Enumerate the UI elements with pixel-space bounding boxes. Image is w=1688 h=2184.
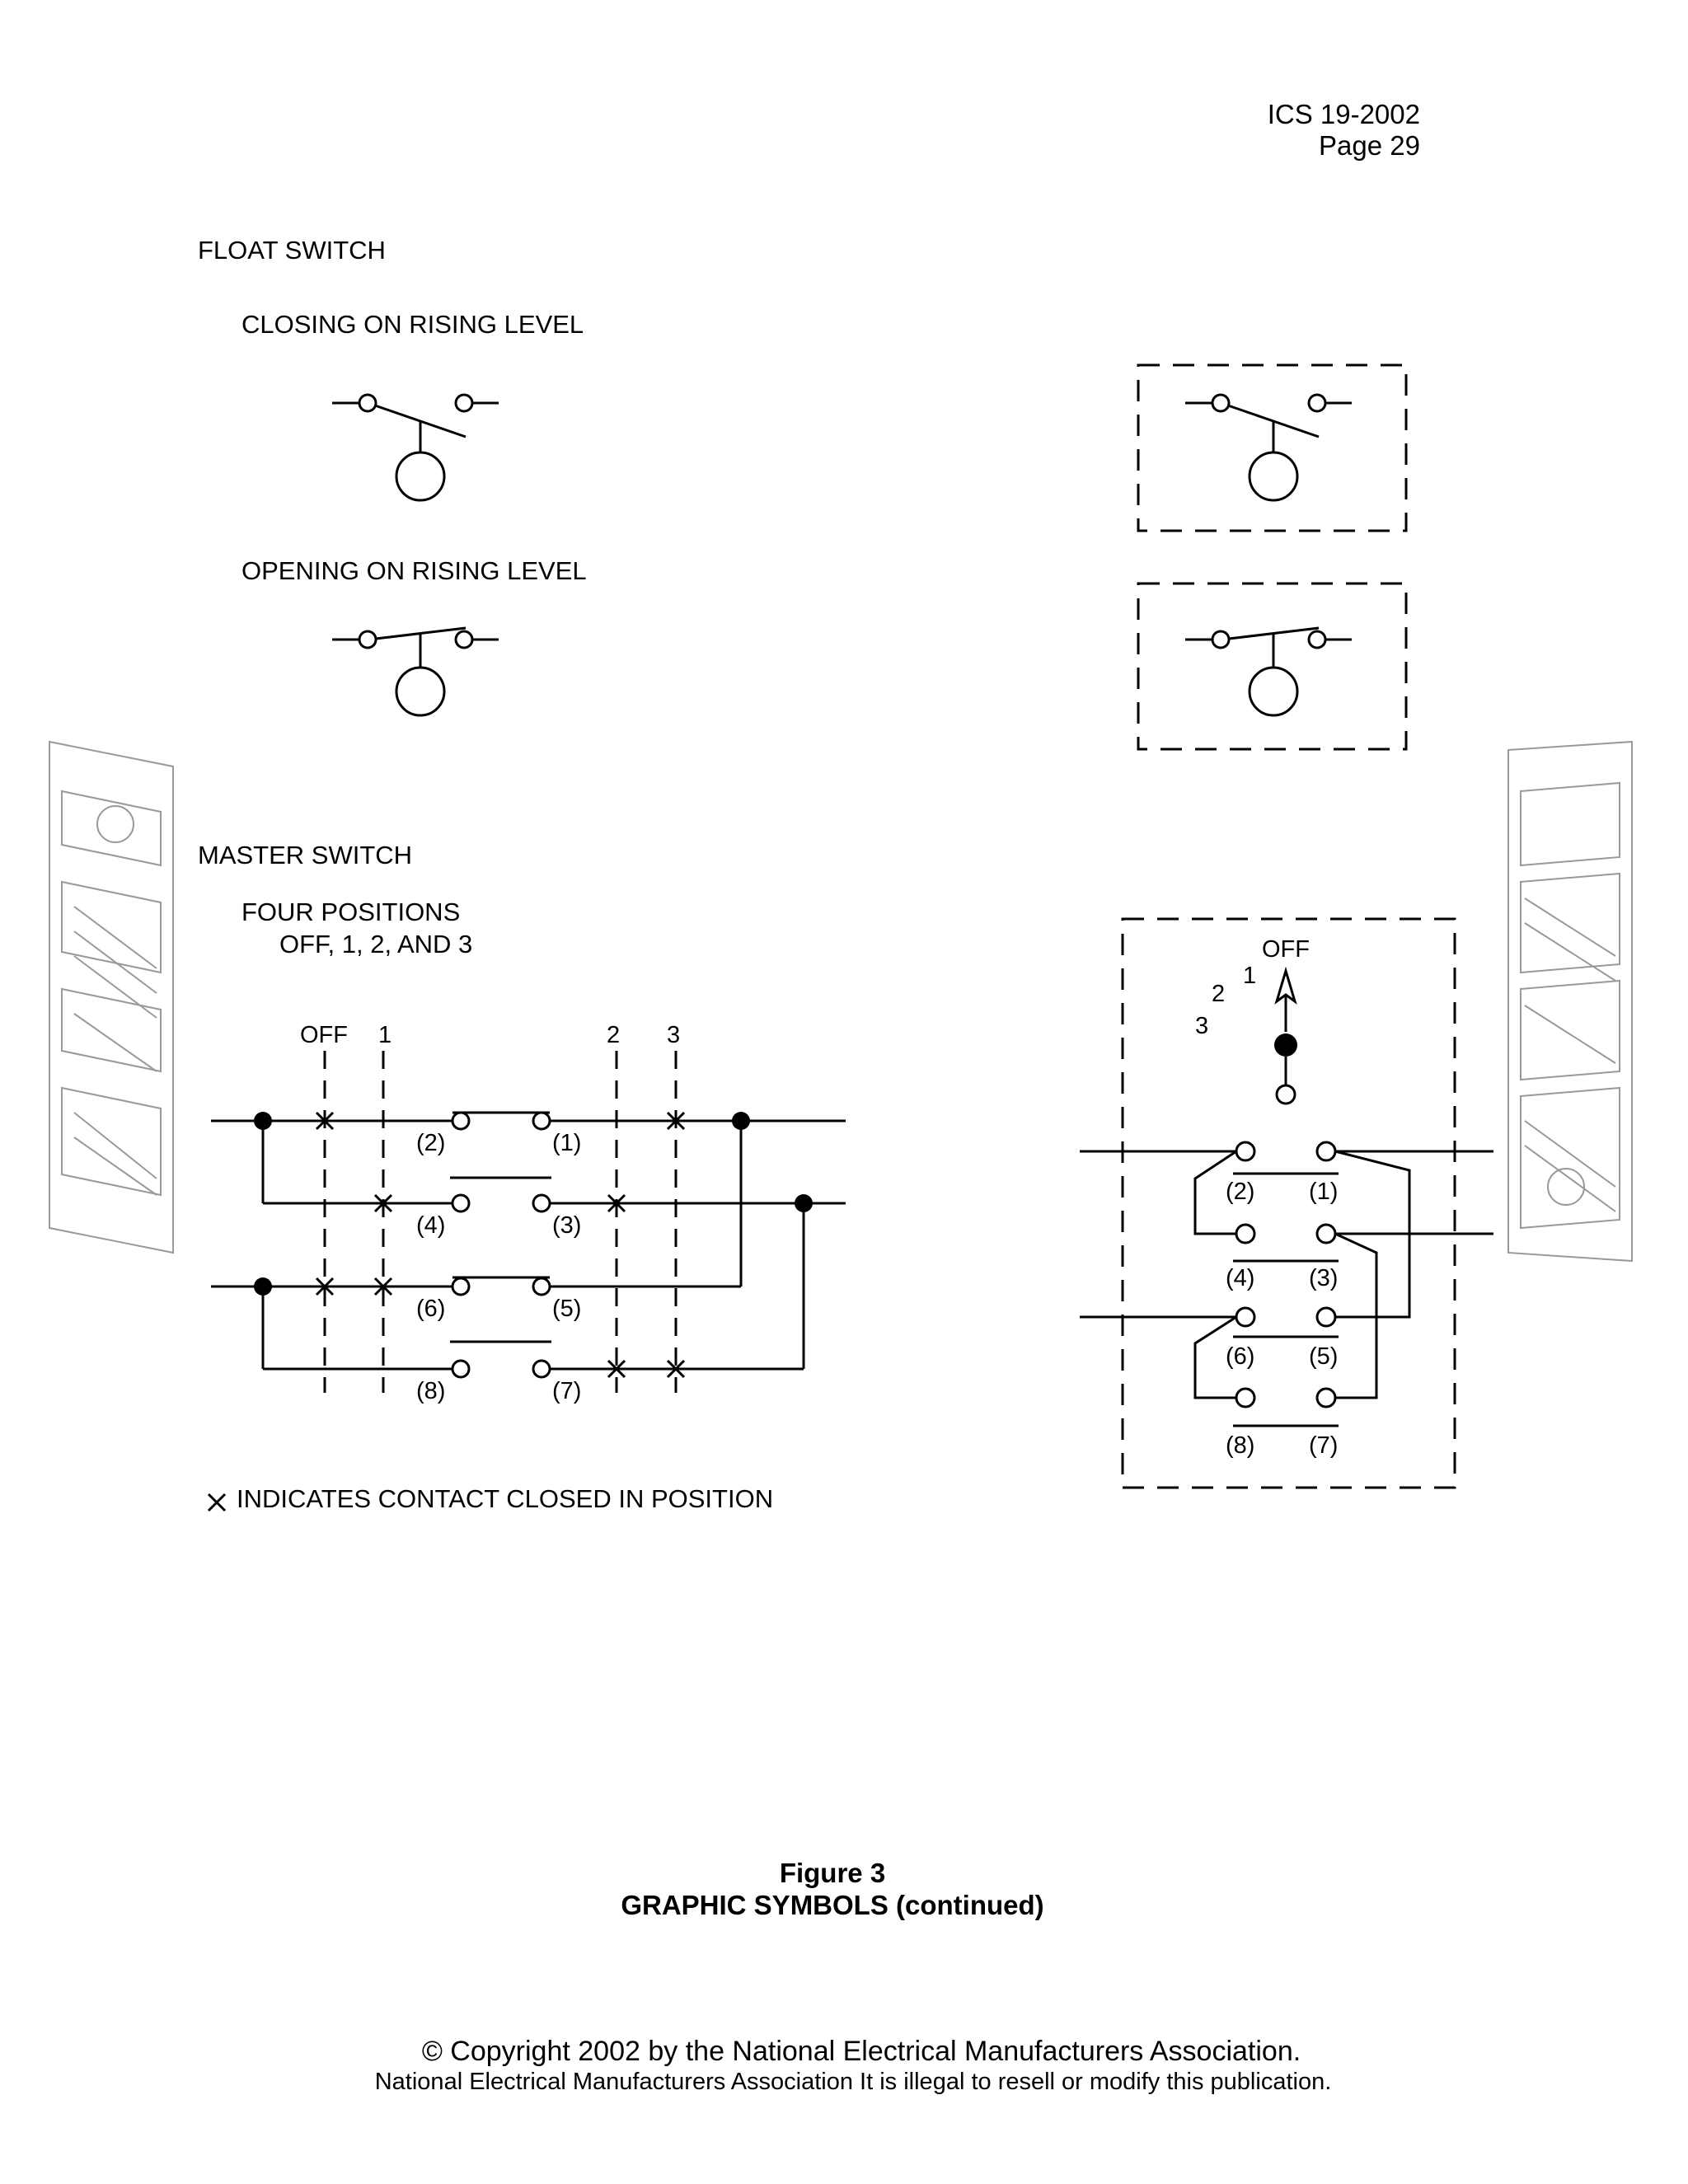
column-label-1: 1 bbox=[378, 1022, 392, 1048]
selector-contact-1: (1) bbox=[1309, 1179, 1338, 1205]
watermark-logo-left bbox=[49, 740, 174, 1254]
column-label-2: 2 bbox=[607, 1022, 620, 1048]
standard-number: ICS 19-2002 bbox=[1267, 99, 1420, 129]
selector-contact-8: (8) bbox=[1226, 1432, 1254, 1459]
contact-label-2: (2) bbox=[416, 1130, 445, 1156]
master-switch-development-diagram: OFF 1 2 3 bbox=[211, 1022, 846, 1404]
four-positions-label: FOUR POSITIONS bbox=[241, 898, 461, 926]
selector-label-2: 2 bbox=[1212, 981, 1225, 1007]
selector-contact-6: (6) bbox=[1226, 1343, 1254, 1370]
copyright-line: © Copyright 2002 by the National Electri… bbox=[421, 2036, 1301, 2067]
selector-label-1: 1 bbox=[1243, 963, 1256, 989]
contact-label-7: (7) bbox=[552, 1378, 581, 1404]
float-switch-opening-boxed bbox=[1137, 582, 1408, 751]
selector-contact-4: (4) bbox=[1226, 1265, 1254, 1291]
float-switch-closing-boxed bbox=[1137, 363, 1408, 532]
figure-caption: GRAPHIC SYMBOLS (continued) bbox=[621, 1890, 1044, 1920]
selector-contact-7: (7) bbox=[1309, 1432, 1338, 1459]
page-number: Page 29 bbox=[1319, 130, 1420, 161]
legend-text: INDICATES CONTACT CLOSED IN POSITION bbox=[237, 1484, 774, 1513]
opening-on-rising-label: OPENING ON RISING LEVEL bbox=[241, 556, 587, 585]
selector-contact-3: (3) bbox=[1309, 1265, 1338, 1291]
watermark-logo-right bbox=[1507, 740, 1633, 1263]
selector-label-3: 3 bbox=[1195, 1013, 1208, 1039]
contact-label-4: (4) bbox=[416, 1212, 445, 1239]
selector-label-off: OFF bbox=[1262, 936, 1310, 963]
positions-detail-label: OFF, 1, 2, AND 3 bbox=[279, 930, 473, 958]
legend-x-mark bbox=[207, 1493, 227, 1512]
master-switch-title: MASTER SWITCH bbox=[198, 841, 413, 869]
master-switch-selector-boxed: OFF 1 2 3 bbox=[1080, 917, 1493, 1489]
float-switch-closing-symbol bbox=[332, 393, 499, 502]
contact-label-8: (8) bbox=[416, 1378, 445, 1404]
column-label-3: 3 bbox=[667, 1022, 680, 1048]
column-label-off: OFF bbox=[300, 1022, 348, 1048]
copyright-notice: National Electrical Manufacturers Associ… bbox=[374, 2069, 1332, 2095]
float-switch-opening-symbol bbox=[332, 626, 499, 717]
selector-contact-5: (5) bbox=[1309, 1343, 1338, 1370]
closing-on-rising-label: CLOSING ON RISING LEVEL bbox=[241, 310, 584, 339]
selector-contact-2: (2) bbox=[1226, 1179, 1254, 1205]
float-switch-title: FLOAT SWITCH bbox=[198, 236, 386, 265]
contact-label-5: (5) bbox=[552, 1296, 581, 1322]
contact-label-1: (1) bbox=[552, 1130, 581, 1156]
contact-label-3: (3) bbox=[552, 1212, 581, 1239]
contact-label-6: (6) bbox=[416, 1296, 445, 1322]
figure-number: Figure 3 bbox=[779, 1858, 886, 1888]
